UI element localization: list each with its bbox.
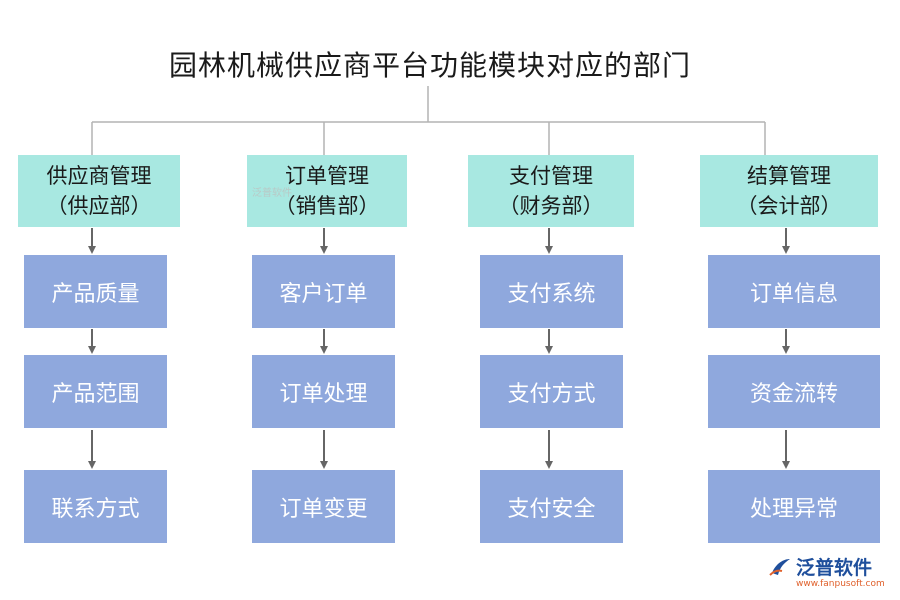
item-order-change: 订单变更 [252,470,395,543]
item-contact-info: 联系方式 [24,470,167,543]
header-supplier-management: 供应商管理 （供应部） [18,155,180,227]
header-department: （供应部） [46,194,152,218]
logo-url: www.fanpusoft.com [796,579,885,589]
item-payment-system: 支付系统 [480,255,623,328]
header-department: （财务部） [498,194,604,218]
item-order-processing: 订单处理 [252,355,395,428]
fanpu-logo-icon [769,558,790,576]
item-payment-method: 支付方式 [480,355,623,428]
item-exception-handling: 处理异常 [708,470,880,543]
header-settlement-management: 结算管理 （会计部） [700,155,878,227]
diagram-title: 园林机械供应商平台功能模块对应的部门 [168,49,691,82]
item-customer-order: 客户订单 [252,255,395,328]
header-title: 支付管理 [509,164,593,188]
header-order-management: 订单管理 （销售部） [247,155,407,227]
header-department: （会计部） [736,194,842,218]
watermark-text: 泛普软件 [252,188,292,199]
brand-logo: 泛普软件 [768,553,872,580]
header-title: 供应商管理 [46,164,152,188]
item-fund-flow: 资金流转 [708,355,880,428]
header-title: 结算管理 [747,164,831,188]
item-order-info: 订单信息 [708,255,880,328]
logo-name: 泛普软件 [796,557,873,579]
header-department: （销售部） [274,194,380,218]
item-product-quality: 产品质量 [24,255,167,328]
header-title: 订单管理 [285,164,369,188]
item-payment-security: 支付安全 [480,470,623,543]
header-payment-management: 支付管理 （财务部） [468,155,634,227]
item-product-range: 产品范围 [24,355,167,428]
